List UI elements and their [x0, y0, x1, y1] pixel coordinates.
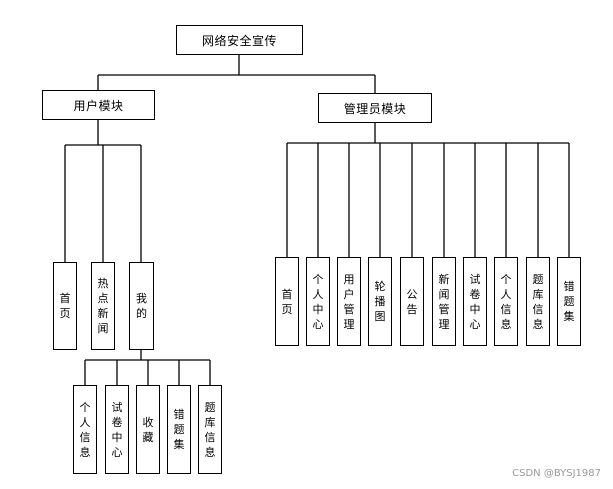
- admin-child-node: 个人中心: [306, 257, 330, 346]
- my-child-node: 试卷中心: [105, 385, 129, 474]
- user-child-label: 热点新闻: [97, 277, 109, 335]
- user-child-node: 热点新闻: [91, 262, 115, 350]
- root-label: 网络安全宣传: [201, 33, 277, 48]
- admin-child-node: 错题集: [557, 257, 581, 346]
- user-child-label: 我的: [136, 292, 147, 320]
- admin-child-label: 用户管理: [343, 272, 355, 331]
- user-child-node: 首页: [53, 262, 77, 350]
- my-child-label: 个人信息: [79, 400, 91, 459]
- admin-child-node: 试卷中心: [463, 257, 487, 346]
- my-child-label: 收藏: [142, 415, 154, 444]
- user-child-label: 首页: [59, 292, 71, 320]
- admin-child-node: 用户管理: [337, 257, 361, 346]
- admin-child-label: 个人信息: [500, 272, 512, 331]
- admin-module-node: 管理员模块: [318, 93, 432, 123]
- watermark-text: CSDN @BYSJ1987: [512, 468, 601, 479]
- my-child-label: 错题集: [173, 408, 185, 451]
- admin-child-label: 错题集: [563, 280, 575, 323]
- my-child-node: 收藏: [136, 385, 160, 474]
- my-child-node: 错题集: [167, 385, 191, 474]
- user-module-label: 用户模块: [73, 98, 124, 113]
- user-module-node: 用户模块: [42, 90, 155, 120]
- admin-child-label: 新闻管理: [438, 272, 450, 331]
- my-child-node: 个人信息: [73, 385, 97, 474]
- user-child-node: 我的: [129, 262, 154, 350]
- admin-child-label: 题库信息: [532, 272, 544, 331]
- root-node: 网络安全宣传: [176, 25, 303, 55]
- my-child-node: 题库信息: [198, 385, 222, 474]
- admin-child-label: 个人中心: [312, 272, 324, 331]
- admin-child-node: 个人信息: [494, 257, 518, 346]
- admin-child-label: 公告: [406, 287, 418, 316]
- admin-child-node: 轮播图: [368, 257, 392, 346]
- admin-child-label: 轮播图: [374, 280, 386, 323]
- admin-child-node: 首页: [275, 257, 299, 346]
- admin-child-node: 公告: [400, 257, 424, 346]
- my-child-label: 题库信息: [204, 400, 216, 459]
- my-child-label: 试卷中心: [111, 400, 123, 459]
- admin-child-label: 试卷中心: [469, 272, 481, 331]
- admin-module-label: 管理员模块: [343, 101, 407, 116]
- admin-child-node: 新闻管理: [432, 257, 456, 346]
- admin-child-node: 题库信息: [526, 257, 550, 346]
- admin-child-label: 首页: [281, 287, 293, 316]
